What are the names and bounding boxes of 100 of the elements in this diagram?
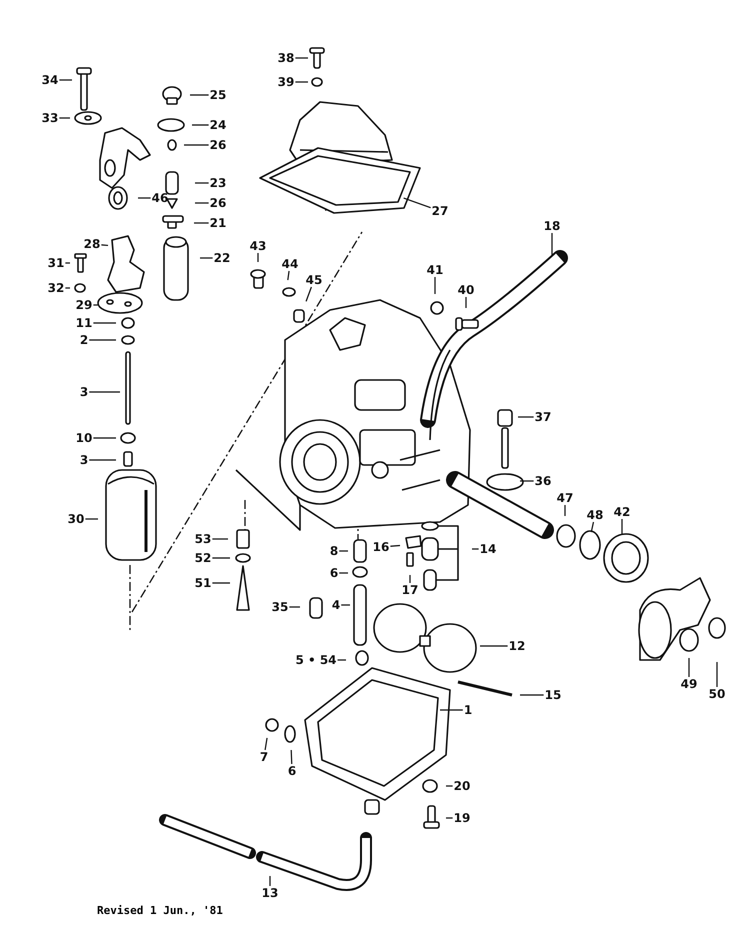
leader-line: [93, 304, 98, 306]
callout-number: 30: [66, 512, 86, 526]
callout-number: 6: [328, 566, 340, 580]
callout-number: 49: [680, 677, 698, 691]
leader-line: [520, 694, 544, 696]
callout-number: 41: [426, 263, 444, 277]
leader-line: [212, 582, 230, 584]
callout-number: 23: [208, 176, 228, 190]
leader-line: [688, 658, 690, 677]
leader-line: [93, 322, 116, 324]
leader-line: [341, 604, 350, 606]
leader-line: [716, 662, 718, 687]
leader-line: [93, 437, 116, 439]
callout-number: 35: [270, 600, 290, 614]
callout-number: 27: [430, 204, 450, 218]
callout-number: 38: [276, 51, 296, 65]
leader-line: [85, 518, 98, 520]
leader-line: [295, 57, 308, 59]
callout-number: 26: [208, 138, 228, 152]
leader-line: [621, 519, 623, 534]
leader-line: [338, 659, 346, 661]
callout-number: 13: [260, 886, 280, 900]
callout-number: 36: [534, 474, 552, 488]
leader-line: [138, 197, 151, 199]
callout-number: 3: [78, 385, 90, 399]
leader-line: [339, 572, 348, 574]
leader-line: [200, 257, 213, 259]
leader-line: [65, 287, 70, 289]
leader-line: [101, 244, 108, 246]
leader-line: [403, 197, 431, 208]
callout-number: 22: [212, 251, 232, 265]
callout-number: 33: [40, 111, 60, 125]
callout-number: 28: [82, 237, 102, 251]
leader-line: [289, 606, 300, 608]
leader-line: [190, 94, 209, 96]
leader-line: [434, 277, 436, 294]
callout-number: 15: [544, 688, 562, 702]
leader-line: [65, 262, 70, 264]
callout-number: 19: [452, 811, 472, 825]
callout-number: 7: [258, 750, 270, 764]
callout-number: 39: [276, 75, 296, 89]
leader-line: [446, 785, 453, 787]
leader-line: [480, 645, 508, 647]
callout-number: 18: [542, 219, 562, 233]
callout-number: 40: [456, 283, 476, 297]
callout-number: 25: [208, 88, 228, 102]
leader-line: [269, 876, 271, 886]
callout-number: 8: [328, 544, 340, 558]
callout-number: 46: [150, 191, 170, 205]
callout-number: 51: [194, 576, 212, 590]
callout-number: 48: [586, 508, 604, 522]
leader-line: [59, 79, 72, 81]
callout-number: 31: [46, 256, 66, 270]
callout-number: 50: [708, 687, 726, 701]
callout-number: 1: [462, 703, 474, 717]
leader-line: [520, 480, 534, 482]
callout-number: 3: [78, 453, 90, 467]
callout-number: 44: [280, 257, 300, 271]
callout-number: 14: [478, 542, 498, 556]
leader-line: [195, 182, 209, 184]
leader-line: [290, 750, 292, 764]
callout-number: 20: [452, 779, 472, 793]
leader-line: [306, 286, 312, 302]
callout-number: 45: [304, 273, 324, 287]
callout-number: 29: [74, 298, 94, 312]
callout-number: 4: [330, 598, 342, 612]
callout-number: 34: [40, 73, 60, 87]
leader-line: [295, 81, 308, 83]
leader-line: [89, 339, 116, 341]
leader-line: [518, 416, 534, 418]
leader-line: [465, 297, 467, 308]
leader-line: [440, 709, 463, 711]
leader-line: [590, 522, 594, 532]
callout-number: 17: [400, 583, 420, 597]
leader-line: [446, 817, 453, 819]
callout-number: 42: [612, 505, 632, 519]
revision-note: Revised 1 Jun., '81: [97, 904, 223, 917]
leader-line: [194, 222, 209, 224]
leader-line: [195, 202, 209, 204]
leader-line: [472, 548, 479, 550]
leader-line: [59, 117, 70, 119]
callout-number: 26: [208, 196, 228, 210]
callout-number: 32: [46, 281, 66, 295]
callout-number: 11: [74, 316, 94, 330]
callout-number: 16: [372, 540, 390, 554]
leader-line: [339, 550, 348, 552]
leader-line: [212, 557, 230, 559]
callout-number: 5 • 54: [294, 653, 338, 667]
callout-number: 24: [208, 118, 228, 132]
leader-line: [89, 459, 116, 461]
callout-number: 47: [556, 491, 574, 505]
leader-line: [257, 253, 259, 262]
callout-number: 2: [78, 333, 90, 347]
leader-line: [551, 233, 553, 256]
leader-line: [89, 391, 120, 393]
leader-line: [212, 538, 228, 540]
callout-number: 10: [74, 431, 94, 445]
leader-line: [264, 738, 268, 750]
callout-number: 21: [208, 216, 228, 230]
callout-number: 43: [248, 239, 268, 253]
